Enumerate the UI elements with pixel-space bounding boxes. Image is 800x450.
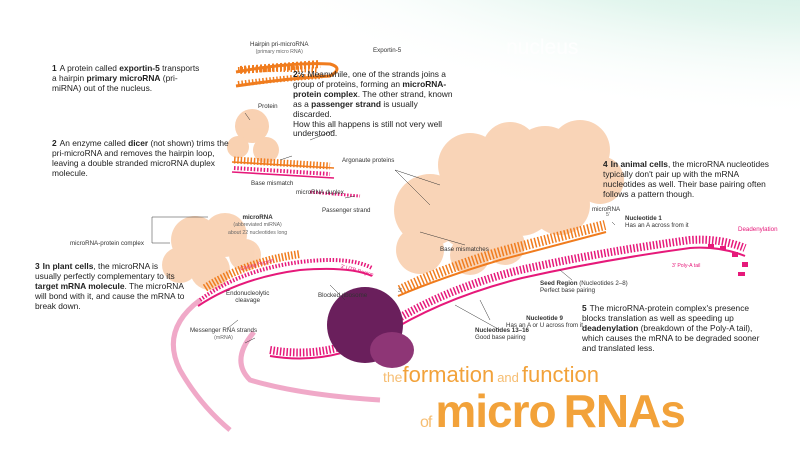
step-2-half-text-e: is usually discarded. bbox=[293, 98, 418, 119]
passenger-label: Passenger strand bbox=[322, 207, 371, 214]
blocked-ribosome bbox=[327, 287, 414, 368]
step-3-number: 3 bbox=[35, 261, 40, 271]
step-2-half-text-a: Meanwhile, one of the strands joins a gr… bbox=[293, 69, 446, 89]
step-3-text-e: . The microRNA will bond with it, and ca… bbox=[35, 280, 185, 311]
hairpin-label: Hairpin pri-microRNA (primary micro RNA) bbox=[250, 41, 308, 56]
step-2-text-b: dicer bbox=[128, 138, 149, 148]
cleavage-label: Endonucleolytic cleavage bbox=[226, 290, 269, 304]
step-5-number: 5 bbox=[582, 303, 587, 313]
mrna-label: Messenger RNA strands (mRNA) bbox=[190, 327, 257, 342]
leader-lines bbox=[151, 112, 616, 344]
step-3-text-c: , the microRNA is usually perfectly comp… bbox=[35, 261, 175, 281]
title-formation: formation bbox=[402, 362, 495, 387]
hairpin-pri-microrna bbox=[235, 60, 339, 88]
step-1-text-a: A protein called bbox=[59, 63, 120, 73]
protein-blobs-small bbox=[227, 109, 279, 163]
step-2-half-number: 2½ bbox=[293, 69, 305, 79]
step-1-text-e: (pri-miRNA) out of the nucleus. bbox=[52, 72, 178, 93]
microrna-bound-animal bbox=[397, 220, 607, 297]
cleavage-label-line2: cleavage bbox=[235, 297, 261, 305]
title-rnas: RNAs bbox=[563, 385, 686, 437]
title-of: of bbox=[420, 414, 432, 431]
step-2-half-text-d: passenger strand bbox=[311, 98, 381, 109]
microrna-note-line3: about 22 nucleotides long bbox=[228, 230, 288, 237]
step-3-text-d: target mRNA molecule bbox=[35, 280, 125, 291]
step-1-text-c: transports a hairpin bbox=[52, 63, 200, 83]
step-1-text-d: primary microRNA bbox=[86, 72, 161, 83]
blocked-ribosome-label: Blocked ribosome bbox=[318, 292, 368, 299]
nucleus-label: nucleus bbox=[506, 36, 579, 59]
hairpin-label-line1: Hairpin pri-microRNA bbox=[250, 41, 309, 48]
poly-a-label: 3' Poly-A tail bbox=[672, 263, 701, 269]
step-1-text-b: exportin-5 bbox=[119, 63, 160, 73]
deadenylation-label: Deadenylation bbox=[738, 226, 778, 233]
step-4-text-c: , the microRNA nucleotides typically don… bbox=[603, 159, 769, 199]
five-prime-label: 5' bbox=[606, 212, 610, 218]
base-mismatches-label: Base mismatches bbox=[440, 246, 489, 253]
microrna-note-line1: microRNA bbox=[242, 214, 273, 221]
seed-region-desc: Perfect base pairing bbox=[540, 287, 596, 295]
nucleotide-1-desc: Has an A across from it bbox=[625, 222, 689, 230]
base-mismatch-label: Base mismatch bbox=[251, 180, 294, 187]
microrna-label: microRNA bbox=[592, 206, 621, 213]
argonaute-label: Argonaute proteins bbox=[342, 157, 395, 164]
argonaute-cluster bbox=[394, 120, 624, 275]
three-prime-label: 3' bbox=[398, 288, 402, 294]
step-5-text-b: deadenylation bbox=[582, 322, 639, 333]
nucleotides-13-16: Nucleotides 13–16 Good base pairing bbox=[475, 327, 529, 341]
nucleotide-1: Nucleotide 1 Has an A across from it bbox=[625, 215, 689, 229]
nucleotide-9-title: Nucleotide 9 bbox=[526, 315, 563, 322]
nucleotide-1-title: Nucleotide 1 bbox=[625, 215, 662, 222]
title-function: function bbox=[521, 362, 599, 387]
microrna-bound-plant bbox=[202, 250, 301, 292]
complex-label: microRNA-protein complex bbox=[70, 240, 144, 247]
step-2-text-c: (not shown) trims the pri-microRNA and r… bbox=[52, 138, 229, 178]
seed-region-range: (Nucleotides 2–8) bbox=[579, 280, 628, 287]
mrna-label-line1: Messenger RNA strands bbox=[190, 327, 258, 334]
exportin-label: Exportin-5 bbox=[373, 47, 402, 54]
step-4-number: 4 bbox=[603, 159, 608, 169]
seed-region-title: Seed Region bbox=[540, 280, 578, 287]
step-4-text-b: In animal cells bbox=[610, 159, 668, 169]
nucleotide-9: Nucleotide 9 Has an A or U across from i… bbox=[506, 315, 583, 329]
step-5-text-c: (breakdown of the Poly-A tail), which ca… bbox=[582, 322, 760, 353]
duplex-label: microRNA duplex bbox=[296, 189, 344, 196]
step-2-half-text-b: microRNA-protein complex bbox=[293, 78, 447, 99]
nucleotide-9-desc: Has an A or U across from it bbox=[506, 322, 584, 330]
step-5-text-a: The microRNA-protein complex's presence … bbox=[582, 303, 750, 323]
step-2-half-text-f: How this all happens is still not very w… bbox=[293, 118, 442, 139]
passenger-strand bbox=[309, 190, 361, 198]
step-2-text-a: An enzyme called bbox=[59, 138, 129, 148]
hairpin-label-line2: (primary micro RNA) bbox=[255, 49, 303, 56]
step-3-text-b: In plant cells bbox=[42, 261, 94, 271]
microrna-note: microRNA (abbreviated miRNA) about 22 nu… bbox=[228, 214, 287, 237]
microrna-note-line2: (abbreviated miRNA) bbox=[233, 222, 282, 229]
protein-label: Protein bbox=[258, 103, 278, 110]
title-the: the bbox=[383, 369, 403, 385]
nucleotides-13-16-title: Nucleotides 13–16 bbox=[475, 327, 529, 334]
title-and: and bbox=[497, 370, 519, 385]
title-micro: micro bbox=[435, 385, 556, 437]
step-1-number: 1 bbox=[52, 63, 57, 73]
nucleus-region bbox=[170, 0, 800, 180]
cleavage-label-line1: Endonucleolytic bbox=[226, 290, 270, 297]
seed-region: Seed Region (Nucleotides 2–8) Perfect ba… bbox=[540, 280, 628, 294]
mrna-label-line2: (mRNA) bbox=[214, 335, 233, 342]
microrna-duplex bbox=[231, 156, 335, 179]
step-2-half-text-c: . The other strand, known as a bbox=[293, 88, 453, 109]
nucleotides-13-16-desc: Good base pairing bbox=[475, 334, 526, 342]
poly-a-tail bbox=[708, 244, 748, 276]
step-2-number: 2 bbox=[52, 138, 57, 148]
